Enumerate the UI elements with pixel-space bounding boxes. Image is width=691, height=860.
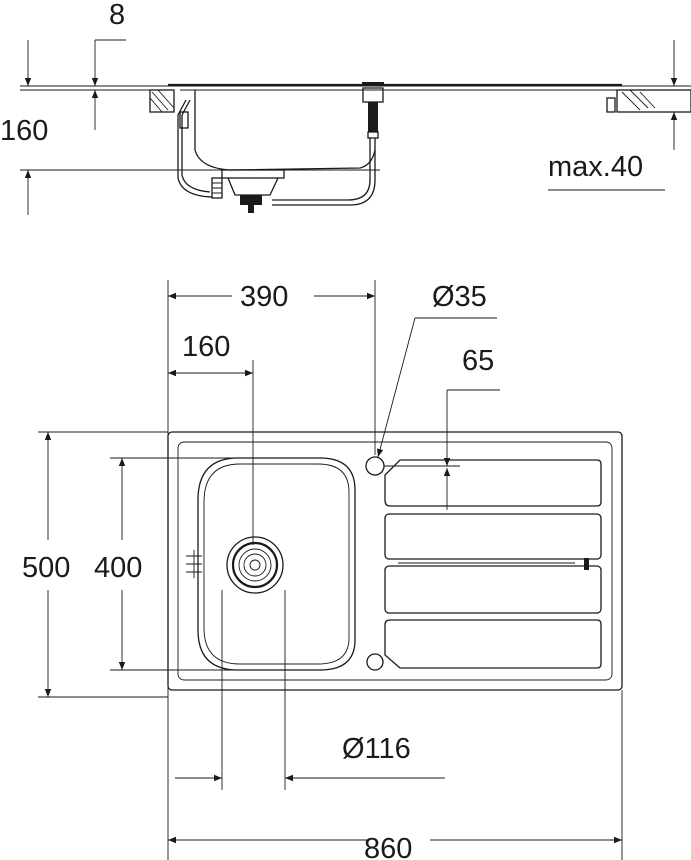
dim-drain-diameter: Ø116 — [342, 733, 411, 765]
dim-depth: 160 — [0, 115, 48, 147]
drain-strainer — [226, 536, 284, 594]
dim-tap-hole: Ø35 — [432, 281, 487, 313]
tap-hole — [365, 456, 385, 476]
drain-body — [221, 169, 285, 179]
overflow-mark — [186, 550, 202, 578]
worktop-right-section — [606, 89, 691, 113]
dim-tap-offset: 390 — [240, 281, 288, 313]
dim-overall-width: 860 — [364, 833, 412, 860]
sink-inner-rim — [177, 441, 613, 681]
dim-overall-depth: 500 — [22, 552, 70, 584]
dim-max-worktop: max.40 — [548, 151, 643, 183]
dim-drain-offset: 160 — [182, 331, 230, 363]
side-view: 8 160 max.40 — [0, 0, 691, 215]
dim-bowl-depth: 400 — [94, 552, 142, 584]
overflow-pipe — [181, 99, 211, 193]
dim-tap-to-edge: 65 — [462, 345, 494, 377]
sink-outline — [167, 431, 623, 691]
bowl-profile — [194, 90, 376, 171]
worktop-left-section — [149, 89, 175, 113]
drainer-grooves — [384, 459, 602, 669]
overflow-hole — [366, 653, 384, 671]
dim-rim-thickness: 8 — [109, 0, 125, 31]
overflow-hose — [272, 138, 376, 206]
plan-view: 390 Ø35 160 65 500 400 Ø116 860 — [22, 280, 623, 860]
